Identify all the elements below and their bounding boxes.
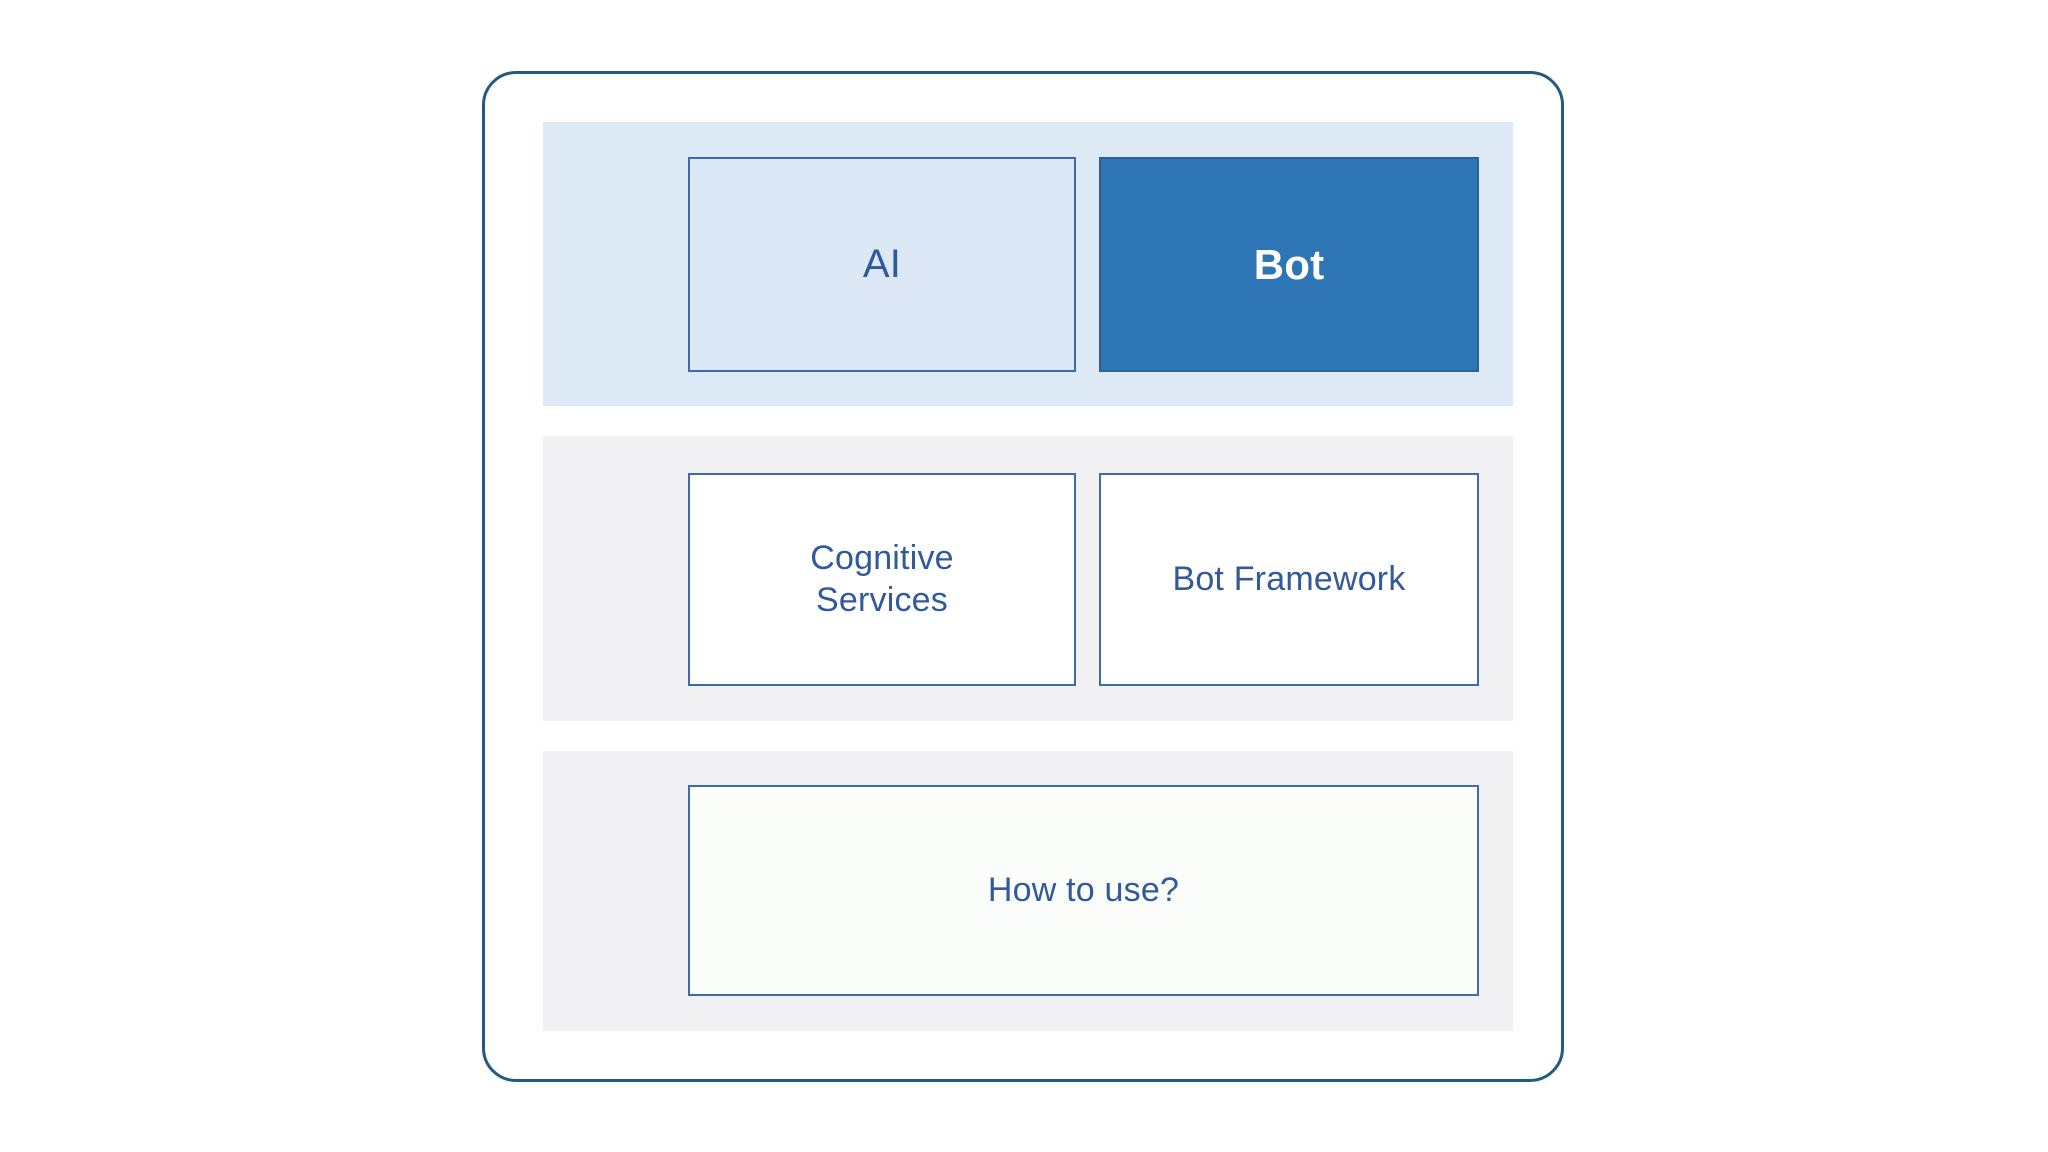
diagram-card: AI Bot Cognitive Services Bot Framework …	[482, 71, 1564, 1082]
option-box-cognitive-services[interactable]: Cognitive Services	[688, 473, 1076, 686]
option-box-bot-framework[interactable]: Bot Framework	[1099, 473, 1479, 686]
option-box-how-to-use[interactable]: How to use?	[688, 785, 1479, 996]
option-label-bot-framework: Bot Framework	[1172, 559, 1406, 598]
option-box-ai[interactable]: AI	[688, 157, 1076, 372]
service-row-band: Cognitive Services Bot Framework	[543, 436, 1513, 721]
option-label-bot: Bot	[1253, 240, 1325, 288]
option-label-cognitive-services: Cognitive Services	[810, 539, 954, 619]
option-box-bot[interactable]: Bot	[1099, 157, 1479, 372]
option-label-how-to-use: How to use?	[987, 870, 1180, 909]
category-row-band: AI Bot	[543, 122, 1513, 406]
option-label-ai: AI	[862, 242, 902, 287]
usage-row-band: How to use?	[543, 751, 1513, 1031]
